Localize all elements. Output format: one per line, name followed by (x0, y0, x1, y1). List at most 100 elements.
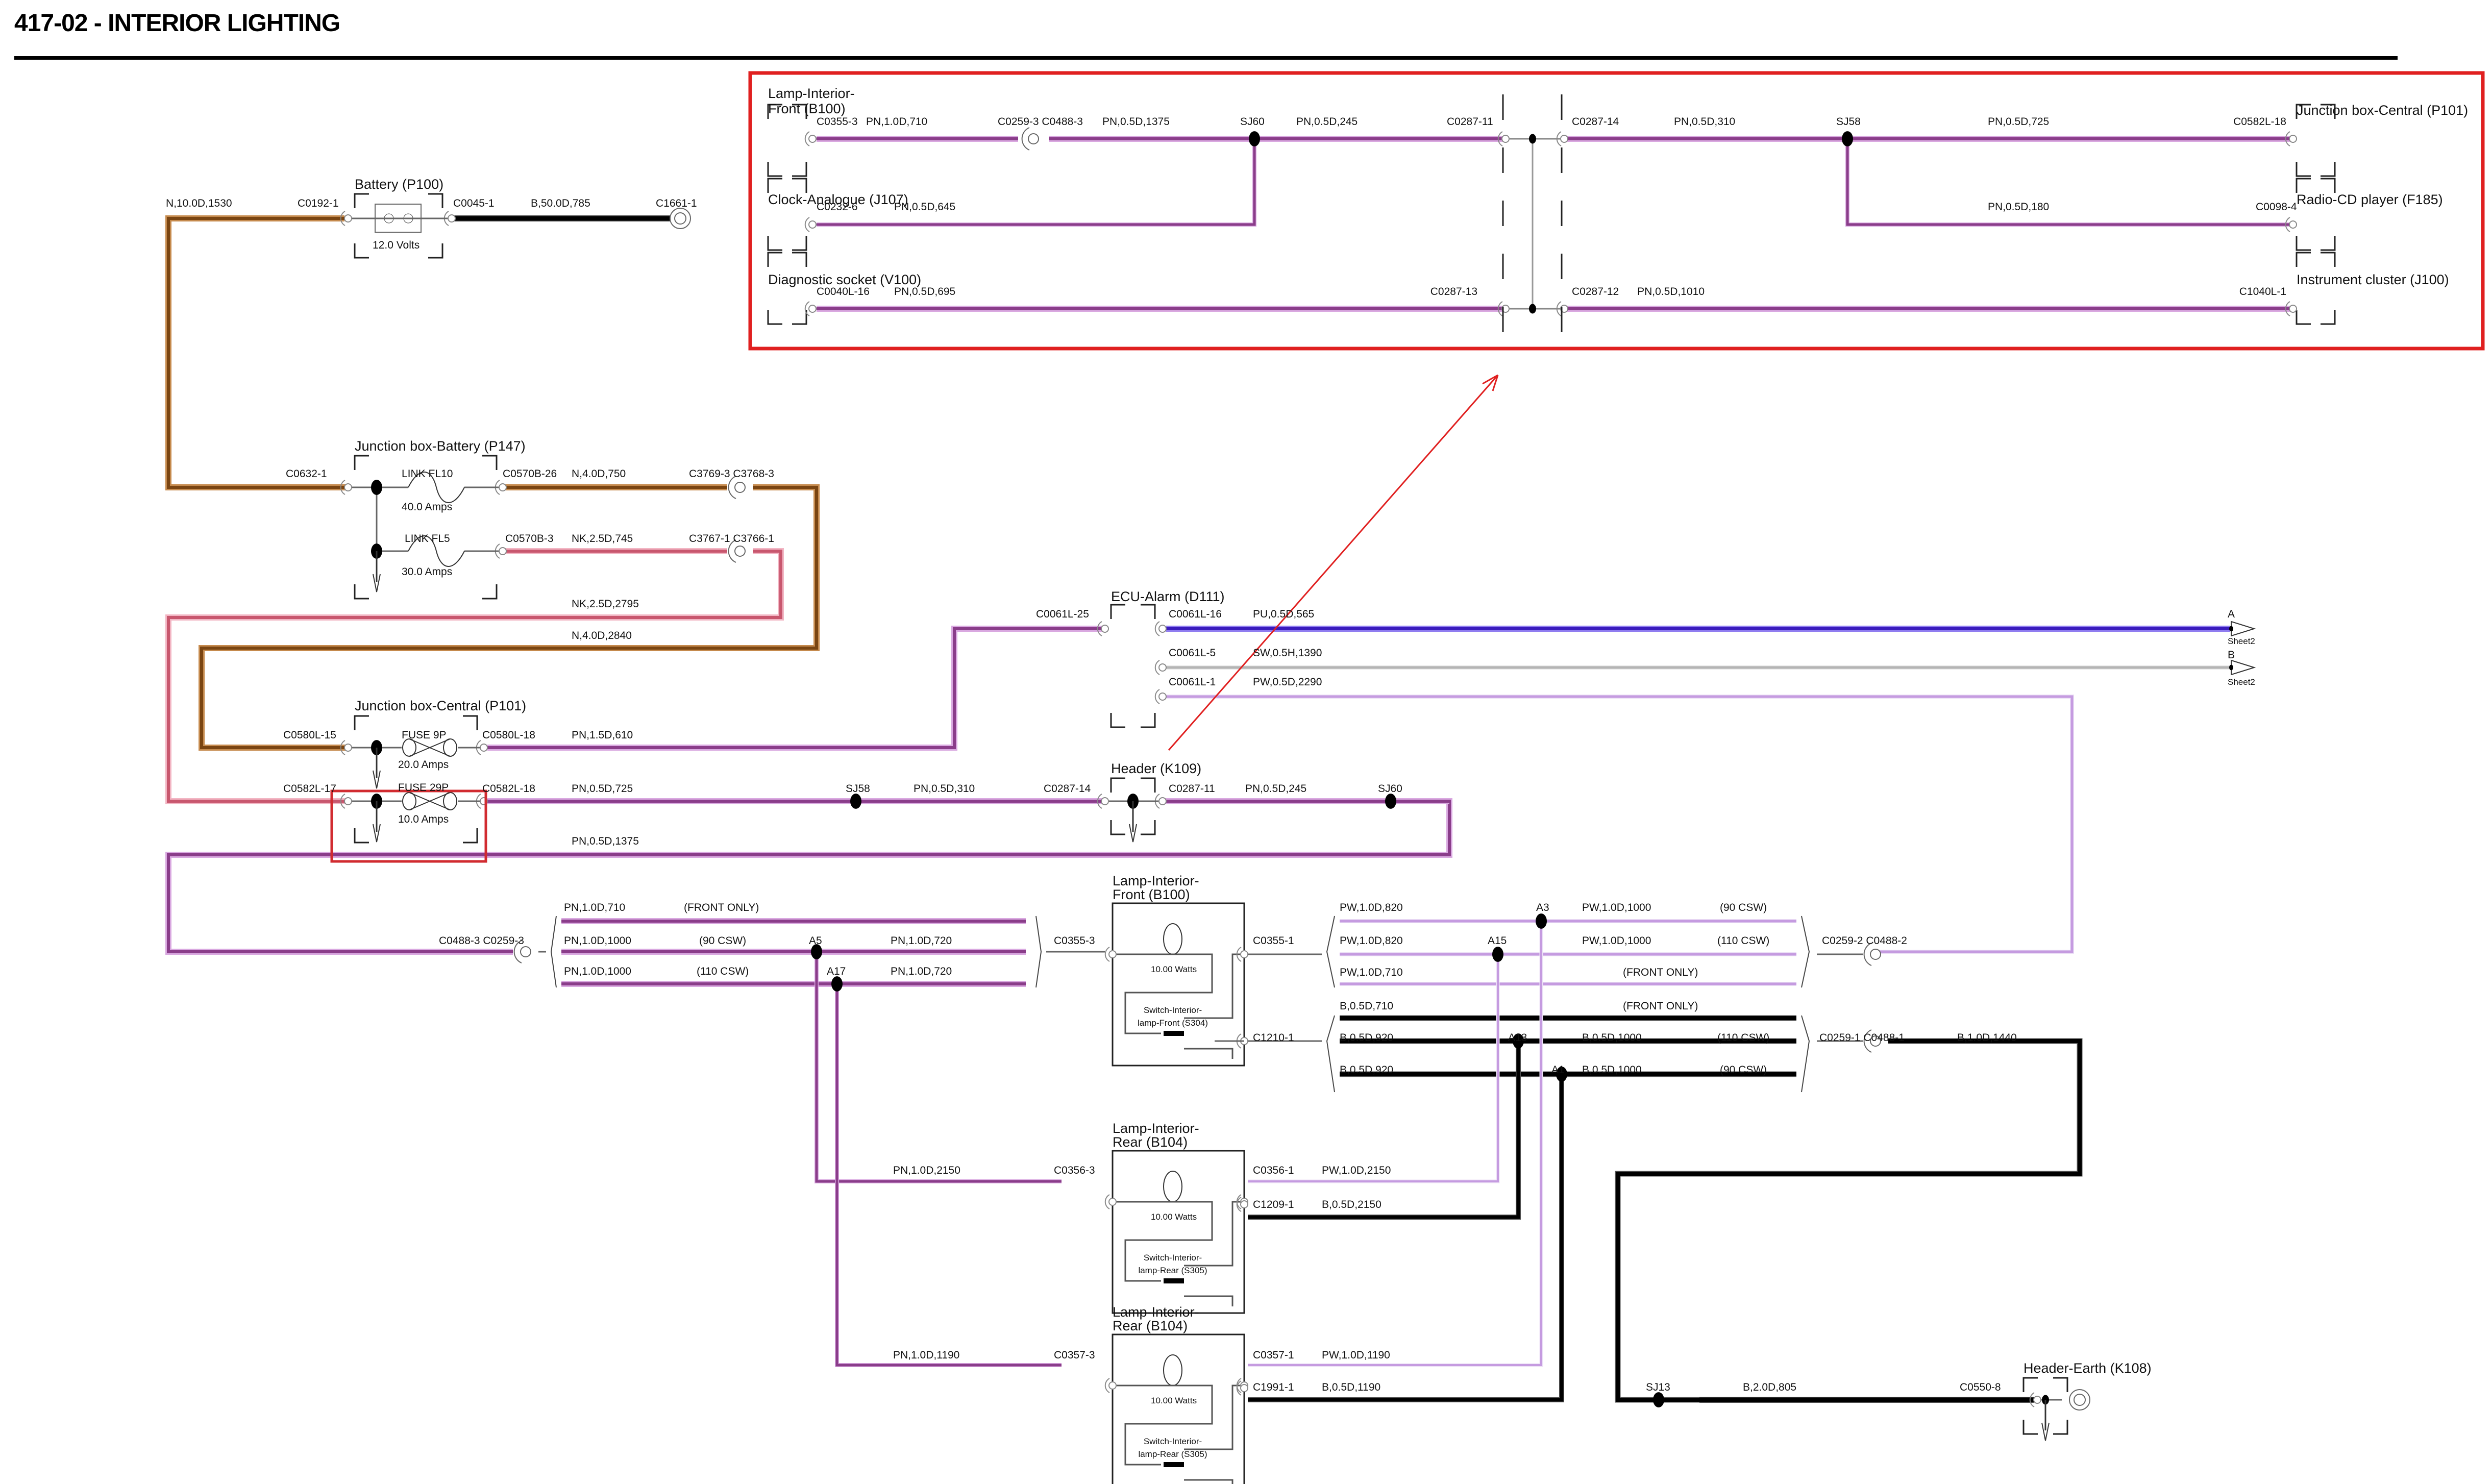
jb-terminal (499, 547, 507, 555)
lamp-internal-lead (1113, 953, 1213, 1034)
inset-wire-outline (1845, 139, 2294, 227)
wire-label: C0355-3 (1054, 935, 1095, 947)
inset-terminal-arc (2285, 301, 2290, 316)
wire-nk-2795 (167, 550, 782, 803)
wire-label: (FRONT ONLY) (1623, 967, 1698, 978)
bracket-corner (2053, 1420, 2068, 1435)
splice-a1 (1556, 1067, 1567, 1082)
wire-label: PN,1.0D,1000 (564, 966, 631, 977)
lamp-bulb-icon (1163, 1354, 1182, 1386)
inline-connector-icon (1870, 1035, 1881, 1047)
splice-a17 (831, 976, 843, 992)
wire-label: C3769-3 C3768-3 (689, 468, 774, 480)
wire-b-1440 (1616, 1039, 2082, 1402)
lamp-terminal-arc (1104, 1378, 1110, 1393)
wire-label: N,4.0D,750 (572, 468, 626, 480)
wire-label: C0550-8 (1960, 1381, 2001, 1393)
wire-label: B,0.5D,1190 (1322, 1381, 1380, 1393)
wire-n-10-outline (165, 215, 347, 490)
wire-n-10 (167, 217, 347, 489)
lamp-wattage: 10.00 Watts (1151, 1212, 1197, 1222)
inset-right-bracket (2296, 104, 2336, 177)
wire-label: C0570B-3 (505, 533, 554, 545)
bracket-corner (2321, 178, 2336, 193)
inset-terminal-arc (2285, 131, 2290, 146)
bracket-corner (767, 310, 782, 325)
bracket-corner (2296, 178, 2311, 193)
inset-label: C0287-14 (1572, 116, 1619, 128)
offsheet-arrow-b-icon-dot (2229, 664, 2233, 671)
ecu-terminal (1158, 625, 1167, 633)
wire-label: C0582L-18 (482, 783, 535, 795)
bracket-corner (792, 178, 807, 193)
inline-connector-arc (513, 940, 522, 963)
inset-label: PN,0.5D,245 (1296, 116, 1358, 128)
battery-terminal-arc (340, 211, 346, 226)
offsheet-arrow-b-icon (2231, 659, 2256, 676)
offsheet-label: B (2228, 649, 2235, 661)
wire-b-1190 (1248, 1074, 1564, 1402)
inset-terminal (1560, 135, 1568, 143)
wire-label: B,1.0D,1440 (1957, 1032, 2017, 1044)
wire-label: C0580L-15 (283, 729, 336, 741)
bracket-corner (792, 252, 807, 267)
inset-terminal (2289, 305, 2297, 313)
switch-lead (1184, 1048, 1233, 1059)
inset-wire (1846, 139, 2294, 226)
inset-terminal-arc (804, 301, 810, 316)
ground-eyelet-icon (2069, 1389, 2090, 1411)
bracket-corner (767, 104, 782, 119)
lamp-terminal-arc (1236, 1380, 1242, 1396)
inset-label: PN,0.5D,725 (1988, 116, 2049, 128)
jb-battery-name: Junction box-Battery (P147) (355, 438, 526, 454)
harness-brace-icon (1326, 916, 1335, 988)
wire-label: PN,1.0D,720 (891, 966, 952, 977)
inset-label: C0355-3 (817, 116, 858, 128)
wire-label: (FRONT ONLY) (1623, 1000, 1698, 1012)
bracket-corner (463, 828, 478, 844)
bracket-corner (1110, 713, 1125, 728)
bracket-corner (2022, 1377, 2038, 1392)
jb-terminal (344, 744, 352, 752)
switch-lead (1184, 1295, 1233, 1306)
wire-label: PN,1.0D,1190 (893, 1349, 959, 1361)
page-title: 417-02 - INTERIOR LIGHTING (14, 10, 340, 37)
wire-b-1190-outline (1248, 1074, 1564, 1402)
lamp-wattage: 10.00 Watts (1151, 964, 1197, 974)
inset-label: PN,0.5D,695 (894, 286, 955, 298)
inset-wire (817, 139, 1256, 226)
inset-label: PN,0.5D,1375 (1102, 116, 1170, 128)
lamp-terminal-arc (1236, 947, 1242, 962)
inset-label: PN,0.5D,310 (1674, 116, 1735, 128)
wire-pw-2290-outline (1166, 695, 2074, 954)
splice-a13 (1513, 1033, 1524, 1049)
splice-sj58 (1842, 131, 1853, 146)
fuse-name: FUSE 9P (402, 729, 447, 741)
wire-label: C0582L-17 (283, 783, 336, 795)
bracket-corner (2296, 310, 2311, 325)
bracket-corner (463, 715, 478, 730)
lamp-terminal (1108, 950, 1117, 958)
wire-label: C0192-1 (298, 197, 339, 209)
earth-terminal-arc (2029, 1392, 2035, 1407)
wire-label: C0259-1 C0488-1 (1819, 1032, 1905, 1044)
ecu-terminal-arc (1097, 621, 1102, 636)
inline-connector-arc (728, 539, 736, 563)
bracket-corner (767, 252, 782, 267)
lamp-internal-lead (1113, 1384, 1213, 1466)
inset-inline-connector (1028, 133, 1039, 144)
switch-name: lamp-Front (S304) (1138, 1018, 1208, 1028)
inset-component-name: Clock-Analogue (J107) (768, 192, 908, 207)
switch-name: Switch-Interior- (1144, 1437, 1202, 1446)
inline-connector-icon (1870, 949, 1881, 960)
earth-terminal (2033, 1396, 2041, 1404)
wire-label: C0287-11 (1169, 783, 1215, 795)
wire-label: SW,0.5H,1390 (1253, 647, 1322, 659)
wire-label: B,0.5D,920 (1340, 1064, 1393, 1076)
inset-component-name: Lamp-Interior- (768, 86, 855, 101)
offsheet-sheet: Sheet2 (2228, 677, 2255, 687)
inline-connector-arc (1863, 1029, 1872, 1053)
inline-connector-icon (734, 482, 746, 493)
inset-terminal-arc (804, 131, 810, 146)
wires-layer (165, 136, 2294, 1403)
